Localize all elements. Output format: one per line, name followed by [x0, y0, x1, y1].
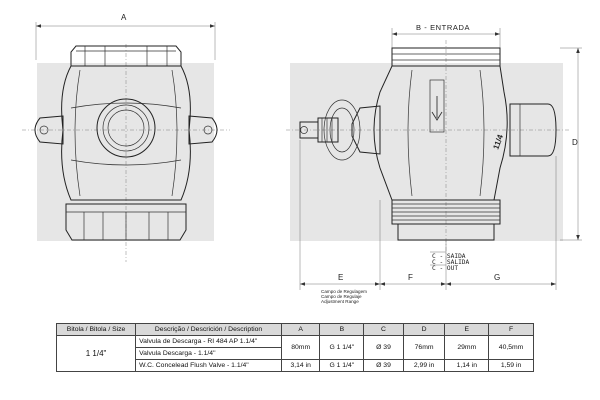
adjust-range-pt: Campo de Regulagem	[321, 289, 367, 294]
spec-table: Bitola / Bitola / Size Descrição / Descr…	[55, 323, 534, 372]
header-f: F	[488, 323, 534, 336]
table-header-row: Bitola / Bitola / Size Descrição / Descr…	[55, 323, 534, 336]
dimension-d-label: D	[572, 138, 578, 147]
header-e: E	[444, 323, 490, 336]
table-row: W.C. Concelead Flush Valve - 1.1/4" 3,14…	[57, 359, 534, 372]
header-description: Descrição / Descrición / Description	[135, 323, 282, 336]
outlet-label-es: C - SALIDA	[432, 259, 470, 266]
cell-f-mm: 40,5mm	[488, 335, 534, 360]
size-cell: 1 1/4"	[55, 335, 137, 372]
cell-e-mm: 29mm	[444, 335, 490, 360]
cell-b-in: G 1 1/4"	[319, 359, 365, 372]
cell-d-mm: 76mm	[402, 335, 446, 360]
dimension-g-label: G	[494, 273, 500, 282]
header-d: D	[402, 323, 446, 336]
header-b: B	[319, 323, 365, 336]
outlet-label-en: C - OUT	[432, 265, 458, 272]
cell-a-mm: 80mm	[280, 335, 321, 360]
header-size: Bitola / Bitola / Size	[55, 323, 137, 336]
description-pt: Valvula de Descarga - RI 484 AP 1.1/4"	[135, 335, 282, 348]
dimension-e-label: E	[338, 273, 343, 282]
technical-drawing: A	[22, 13, 582, 304]
adjust-range-es: Campo de Regulaje	[321, 294, 362, 299]
dimension-b-label: B - ENTRADA	[416, 23, 470, 32]
side-view: B - ENTRADA 11/4	[286, 23, 582, 304]
table-row: 1 1/4" Valvula de Descarga - RI 484 AP 1…	[55, 335, 534, 372]
description-es: Valvula Descarga - 1.1/4"	[135, 347, 282, 360]
header-a: A	[280, 323, 321, 336]
cell-f-in: 1,59 in	[488, 359, 534, 372]
dimension-a-label: A	[121, 13, 127, 22]
cell-a-in: 3,14 in	[280, 359, 321, 372]
outlet-label-pt: C - SAIDA	[432, 253, 466, 260]
header-c: C	[363, 323, 404, 336]
cell-e-in: 1,14 in	[444, 359, 490, 372]
description-en: W.C. Concelead Flush Valve - 1.1/4"	[135, 359, 282, 372]
front-view: A	[22, 13, 230, 262]
dimension-f-label: F	[408, 273, 413, 282]
cell-d-in: 2,99 in	[402, 359, 446, 372]
adjust-range-en: Adjustment Range	[321, 299, 359, 304]
cell-b-mm: G 1 1/4"	[319, 335, 365, 360]
cell-c-in: Ø 39	[363, 359, 404, 372]
cell-c-mm: Ø 39	[363, 335, 404, 360]
